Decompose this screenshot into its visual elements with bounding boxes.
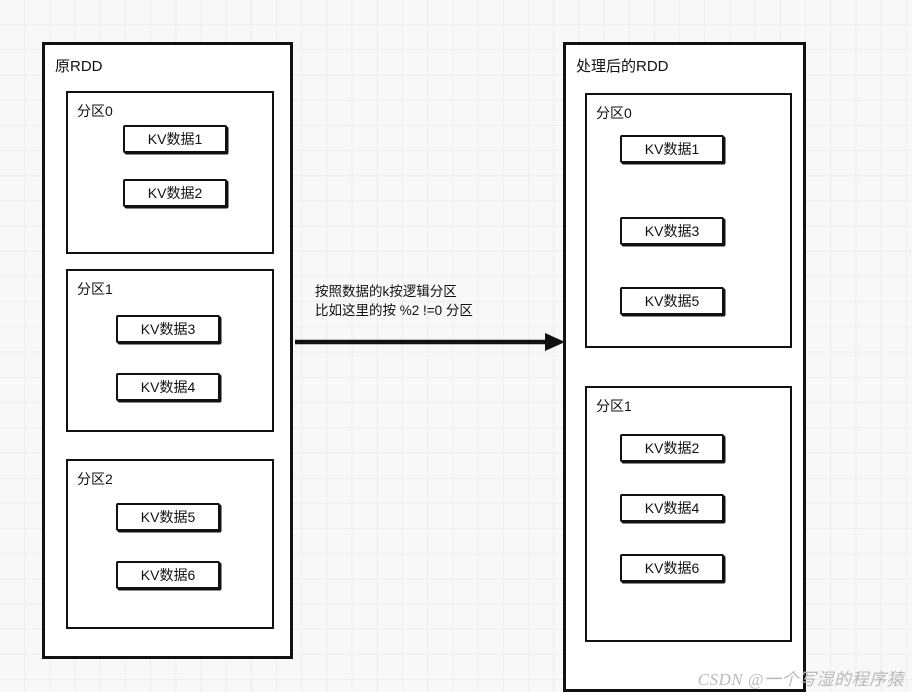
kv-item: KV数据4 — [116, 373, 220, 401]
source-partition-2: 分区2 KV数据5 KV数据6 — [66, 459, 274, 629]
result-partition-0: 分区0 KV数据1 KV数据3 KV数据5 — [585, 93, 792, 348]
source-rdd-label: 原RDD — [55, 58, 103, 75]
transform-label-line2: 比如这里的按 %2 !=0 分区 — [315, 303, 473, 318]
kv-item: KV数据3 — [620, 217, 724, 245]
kv-item: KV数据1 — [620, 135, 724, 163]
csdn-watermark: CSDN @一个写湿的程序猿 — [697, 670, 904, 689]
kv-item: KV数据6 — [620, 554, 724, 582]
result-rdd-label: 处理后的RDD — [576, 58, 669, 75]
kv-item: KV数据3 — [116, 315, 220, 343]
arrow-right-icon — [295, 333, 565, 351]
kv-item: KV数据5 — [116, 503, 220, 531]
kv-item: KV数据2 — [620, 434, 724, 462]
source-partition-1-label: 分区1 — [77, 281, 113, 297]
kv-item: KV数据6 — [116, 561, 220, 589]
kv-item: KV数据4 — [620, 494, 724, 522]
source-partition-0-label: 分区0 — [77, 103, 113, 119]
source-partition-1: 分区1 KV数据3 KV数据4 — [66, 269, 274, 432]
source-rdd-container: 原RDD 分区0 KV数据1 KV数据2 分区1 KV数据3 KV数据4 分区2… — [42, 42, 293, 659]
result-partition-1-label: 分区1 — [596, 398, 632, 414]
transform-arrow-group: 按照数据的k按逻辑分区 比如这里的按 %2 !=0 分区 — [293, 282, 568, 357]
kv-item: KV数据5 — [620, 287, 724, 315]
result-partition-1: 分区1 KV数据2 KV数据4 KV数据6 — [585, 386, 792, 642]
result-partition-0-label: 分区0 — [596, 105, 632, 121]
kv-item: KV数据2 — [123, 179, 227, 207]
kv-item: KV数据1 — [123, 125, 227, 153]
source-partition-0: 分区0 KV数据1 KV数据2 — [66, 91, 274, 254]
transform-label-line1: 按照数据的k按逻辑分区 — [315, 284, 457, 299]
result-rdd-container: 处理后的RDD 分区0 KV数据1 KV数据3 KV数据5 分区1 KV数据2 … — [563, 42, 806, 692]
source-partition-2-label: 分区2 — [77, 471, 113, 487]
